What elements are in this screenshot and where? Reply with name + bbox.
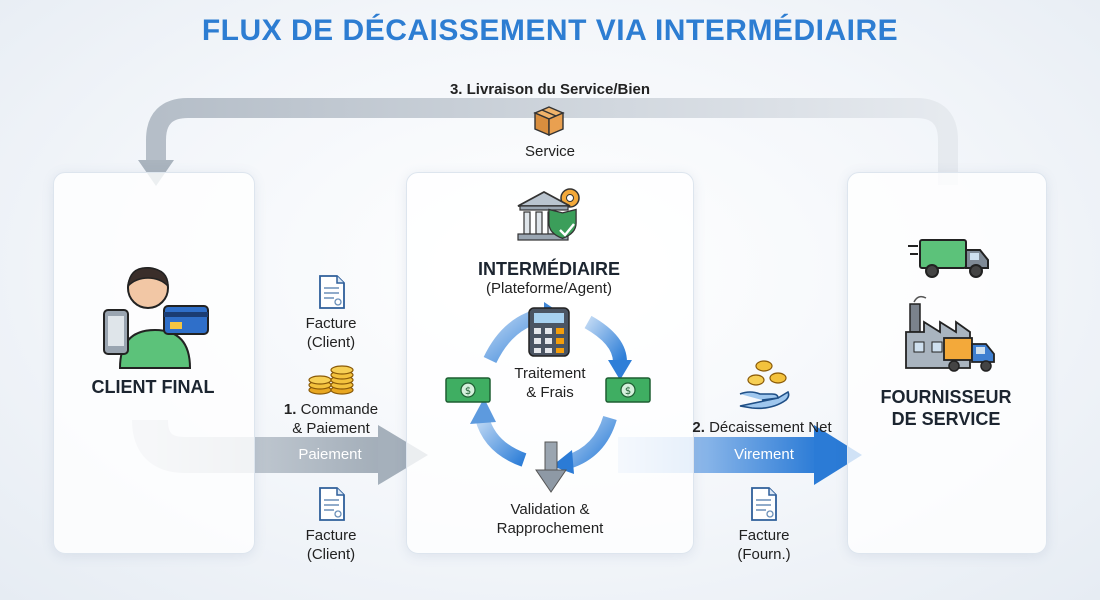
delivery-truck-icon bbox=[908, 236, 990, 285]
disbursement-arrowhead bbox=[814, 425, 862, 485]
page-title: FLUX DE DÉCAISSEMENT VIA INTERMÉDIAIRE bbox=[201, 14, 899, 47]
invoice-supplier-label: Facture(Fourn.) bbox=[737, 527, 791, 563]
disbursement-arrow-label: Virement bbox=[734, 446, 794, 463]
payment-step-label: 1. Commande & Paiement bbox=[283, 401, 379, 437]
hand-coins-icon bbox=[738, 358, 790, 415]
svg-text:$: $ bbox=[625, 386, 631, 397]
intermediary-name: INTERMÉDIAIRE bbox=[477, 259, 620, 279]
invoice-client-top-label: Facture(Client) bbox=[305, 315, 357, 351]
calculator-icon bbox=[527, 306, 571, 363]
banknote-right-icon: $ bbox=[604, 376, 652, 409]
processing-label: Traitement& Frais bbox=[514, 365, 586, 401]
client-person-icon bbox=[100, 260, 210, 375]
invoice-client-bottom-icon bbox=[318, 486, 346, 527]
invoice-client-top-icon bbox=[318, 274, 346, 315]
invoice-client-bottom-label: Facture(Client) bbox=[305, 527, 357, 563]
bank-shield-icon bbox=[514, 184, 590, 255]
factory-icon bbox=[900, 292, 1000, 381]
payment-arrowhead bbox=[378, 425, 428, 485]
svg-text:$: $ bbox=[465, 386, 471, 397]
payment-arrow-label: Paiement bbox=[298, 446, 362, 463]
package-icon bbox=[532, 104, 566, 143]
client-name: CLIENT FINAL bbox=[91, 377, 215, 397]
delivery-item-label: Service bbox=[524, 143, 576, 160]
invoice-supplier-icon bbox=[750, 486, 778, 527]
disbursement-step-label: 2. Décaissement Net bbox=[692, 419, 832, 436]
validation-down-arrow-icon bbox=[534, 440, 568, 499]
delivery-step-label: 3. Livraison du Service/Bien bbox=[449, 81, 651, 98]
banknote-left-icon: $ bbox=[444, 376, 492, 409]
coins-stack-icon bbox=[306, 362, 356, 401]
intermediary-subtitle: (Plateforme/Agent) bbox=[486, 280, 612, 297]
validation-label: Validation &Rapprochement bbox=[496, 501, 604, 537]
